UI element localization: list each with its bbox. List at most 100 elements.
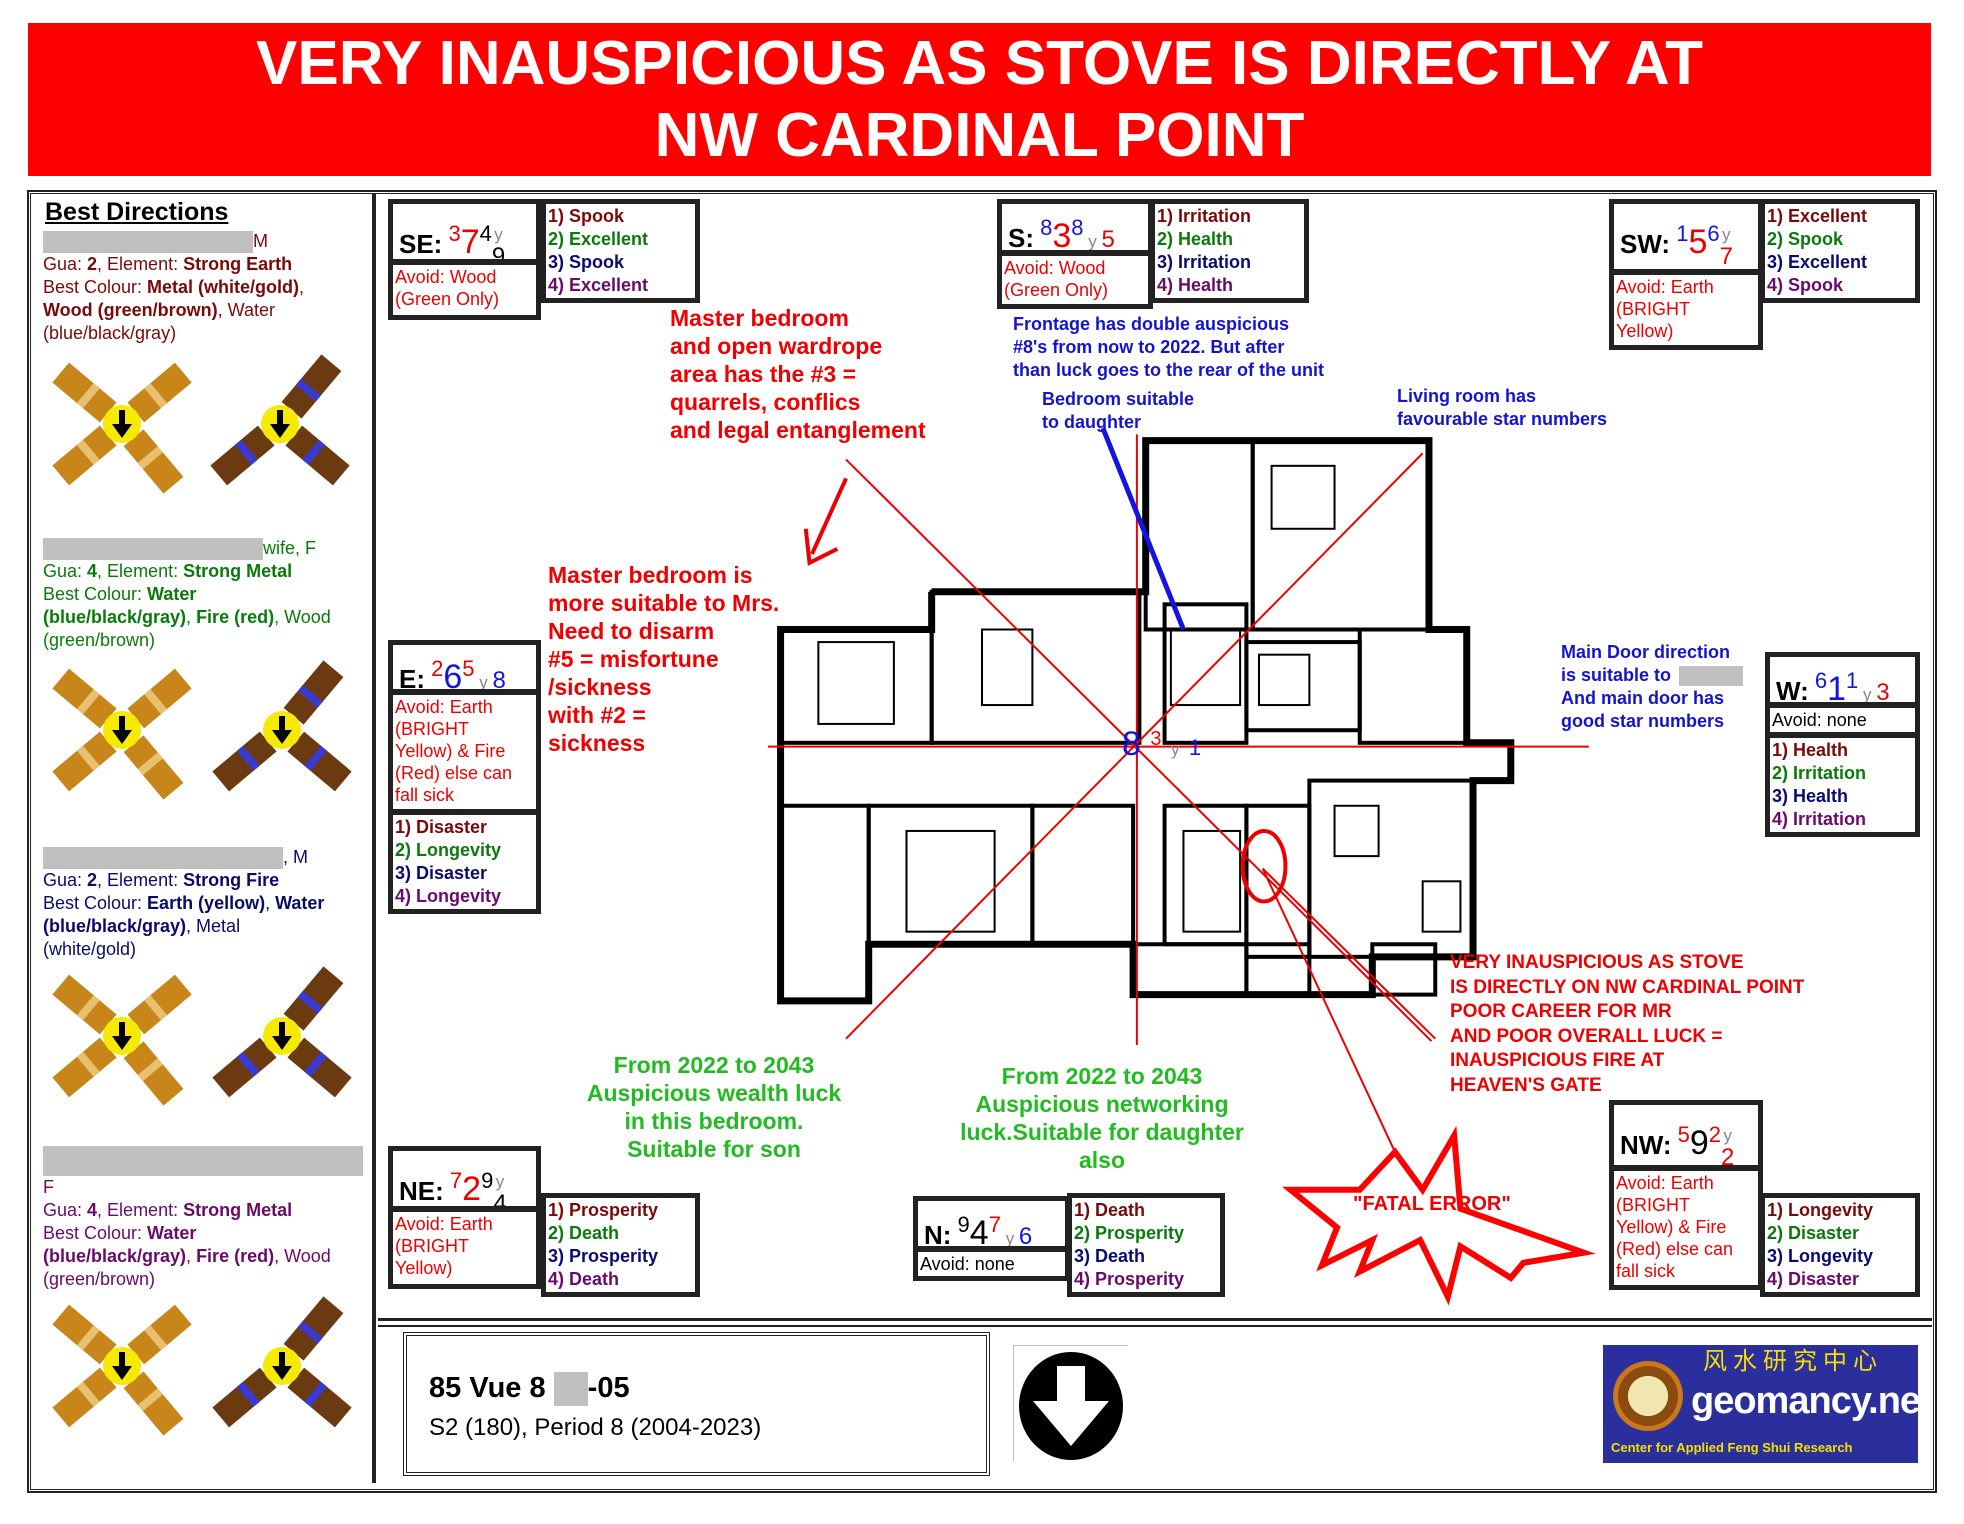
mountain-star: 3 (442, 221, 461, 246)
mountain-star: 5 (1671, 1122, 1690, 1147)
floor-plan-room (1131, 942, 1249, 997)
note-line: Auspicious wealth luck (586, 1080, 842, 1106)
person-gender: , M (283, 847, 308, 867)
interpretation-item: 1) Irritation (1157, 206, 1252, 226)
info-text: , (186, 1246, 197, 1266)
note-line: VERY INAUSPICIOUS AS STOVE (1450, 952, 1744, 973)
water-star: 7 (988, 1212, 1001, 1237)
person-info-line: Best Colour: Water (43, 583, 393, 606)
yearly-star-value: 2 (1721, 1144, 1735, 1170)
center-year-label: y (1170, 740, 1180, 759)
floor-plan-room (1357, 627, 1469, 745)
interpretation-item: 4) Irritation (1772, 809, 1867, 829)
note-line: also (1078, 1147, 1126, 1173)
person-info-line: Gua: 4, Element: Strong Metal (43, 1199, 393, 1222)
furniture (1333, 804, 1380, 858)
feng-shui-direction-icon (52, 668, 192, 800)
redacted-unit (553, 1372, 588, 1407)
facing-down-arrow-icon (1013, 1345, 1128, 1461)
interpretation-item: 2) Death (548, 1223, 620, 1243)
mountain-star: 8 (1034, 215, 1053, 240)
sector-line (1262, 867, 1436, 1040)
info-text: , Wood (274, 607, 331, 628)
direction-label: E: (399, 664, 425, 694)
year-label: y (1083, 232, 1102, 251)
redacted-name (43, 231, 253, 254)
person-info-line: (blue/black/gray), Fire (red), Wood (43, 1245, 393, 1268)
interpretation-item: 2) Irritation (1772, 763, 1867, 783)
furniture (1421, 880, 1462, 933)
avoid-line: Avoid: Wood (1004, 258, 1106, 278)
person-info-line: Best Colour: Metal (white/gold), (43, 276, 393, 299)
star-chart: N: 947 y 6 (918, 1201, 1065, 1246)
yearly-star-value: 3 (1876, 679, 1890, 706)
geomancy-logo[interactable]: 风水研究中心 geomancy.net Center for Applied F… (1603, 1345, 1918, 1463)
year-label: y (1723, 1126, 1732, 1146)
note-line: Master bedroom (670, 305, 849, 331)
direction-e-stars: E: 265 y 8 (388, 640, 541, 694)
note-line: Suitable for son (627, 1136, 801, 1162)
interpretation-item: 3) Irritation (1157, 252, 1252, 272)
note-line: /sickness (548, 674, 652, 700)
note-line: to daughter (1042, 412, 1141, 432)
info-text: 4 (87, 561, 98, 582)
info-text: Fire (red) (196, 607, 275, 628)
direction-label: SE: (399, 229, 443, 259)
mountain-star: 7 (443, 1168, 463, 1193)
banner-line-1: VERY INAUSPICIOUS AS STOVE IS DIRECTLY A… (256, 28, 1703, 98)
feng-shui-direction-icon (212, 660, 352, 792)
info-text: , Metal (186, 916, 241, 937)
info-text: Fire (red) (196, 1246, 275, 1266)
floor-plan-room (778, 627, 934, 745)
year-label: y (1722, 225, 1731, 245)
furniture (1169, 628, 1242, 707)
furniture (981, 628, 1034, 707)
person-name-line: M (43, 230, 393, 254)
direction-label: W: (1776, 676, 1809, 706)
floor-plan-outline (777, 437, 1515, 1005)
avoid-line: Yellow) (395, 1258, 453, 1278)
interpretation-item: 1) Disaster (395, 817, 488, 837)
facing-period: S2 (180), Period 8 (2004-2023) (429, 1414, 762, 1441)
avoid-line: (Green Only) (1004, 280, 1109, 300)
interpretation-item: 2) Health (1157, 229, 1234, 249)
avoid-line: (BRIGHT (1616, 1195, 1690, 1215)
info-text: , Element: (97, 870, 184, 891)
info-text: Strong Metal (183, 1200, 293, 1220)
note-line: sickness (548, 730, 646, 756)
note-line: AND POOR OVERALL LUCK = (1450, 1025, 1723, 1047)
note-line: Master bedroom is (548, 562, 753, 588)
chart-frame (28, 191, 1936, 1492)
info-text: , Element: (97, 254, 184, 275)
interpretation-item: 1) Prosperity (548, 1200, 659, 1220)
interpretation-item: 1) Health (1772, 740, 1849, 760)
avoid-line: Avoid: Earth (395, 697, 493, 717)
star-chart: W: 611 y 3 (1770, 657, 1915, 706)
pointer-line (1100, 427, 1186, 631)
info-text: (green/brown) (43, 630, 156, 651)
person-info-line: (green/brown) (43, 1268, 393, 1291)
interpretation-item: 3) Prosperity (548, 1246, 659, 1266)
info-text: , (299, 277, 305, 298)
info-text: , Element: (97, 1200, 184, 1220)
avoid-line: (Red) else can (395, 763, 513, 783)
info-text: , Water (217, 300, 275, 321)
yin-yang-icon (1613, 1361, 1683, 1431)
floor-plan-room (1030, 803, 1136, 947)
center-period-star: 3 (1150, 728, 1162, 750)
person-name-line: F (43, 1146, 393, 1199)
